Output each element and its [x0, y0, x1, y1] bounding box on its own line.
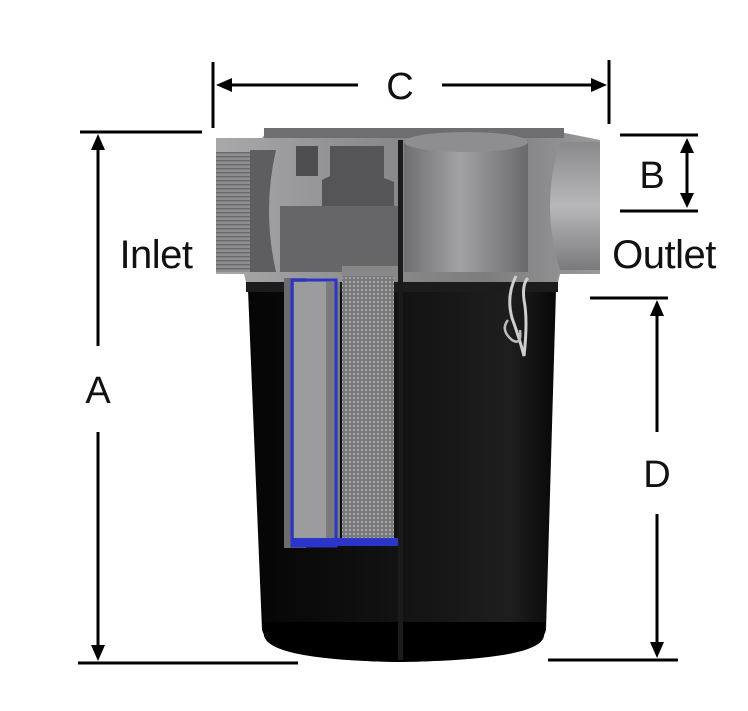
inlet-port-thread: [216, 152, 250, 272]
outlet-port: [550, 142, 600, 270]
dim-a-arrow-bottom: [91, 645, 105, 661]
dim-d-arrow-bottom: [650, 642, 664, 658]
filter-housing: [216, 128, 600, 662]
element-core-edge: [326, 282, 340, 544]
dim-c-arrow-left: [216, 78, 232, 92]
outlet-label: Outlet: [612, 233, 716, 277]
element-bottom-seal: [292, 538, 398, 546]
head-boss-top: [404, 132, 528, 152]
canister-bottom-band: [262, 622, 546, 662]
dim-c-label: C: [386, 66, 413, 108]
head-inner-channel-left: [296, 146, 318, 176]
drain-wire-loop-2: [503, 319, 522, 343]
inlet-port-throat: [250, 150, 276, 272]
element-top-cap: [342, 266, 400, 276]
head-inner-bore: [280, 206, 400, 272]
head-inner-channel-right: [322, 146, 394, 206]
dim-c-arrow-right: [591, 78, 607, 92]
head-boss: [404, 140, 528, 272]
dim-b-arrow-bottom: [680, 193, 694, 208]
head-top-ridge: [264, 128, 564, 138]
element-core: [294, 282, 330, 544]
dim-a-arrow-top: [91, 134, 105, 150]
dim-d-arrow-top: [650, 300, 664, 316]
drain-wire-loop: [508, 275, 530, 357]
dim-d-label: D: [643, 454, 670, 496]
dim-b-label: B: [639, 155, 664, 197]
element-media: [342, 272, 394, 544]
section-divider: [398, 140, 403, 660]
dimension-lines: [78, 60, 698, 665]
inlet-label: Inlet: [119, 233, 192, 277]
dim-b-arrow-top: [680, 138, 694, 153]
dim-a-label: A: [85, 370, 111, 412]
